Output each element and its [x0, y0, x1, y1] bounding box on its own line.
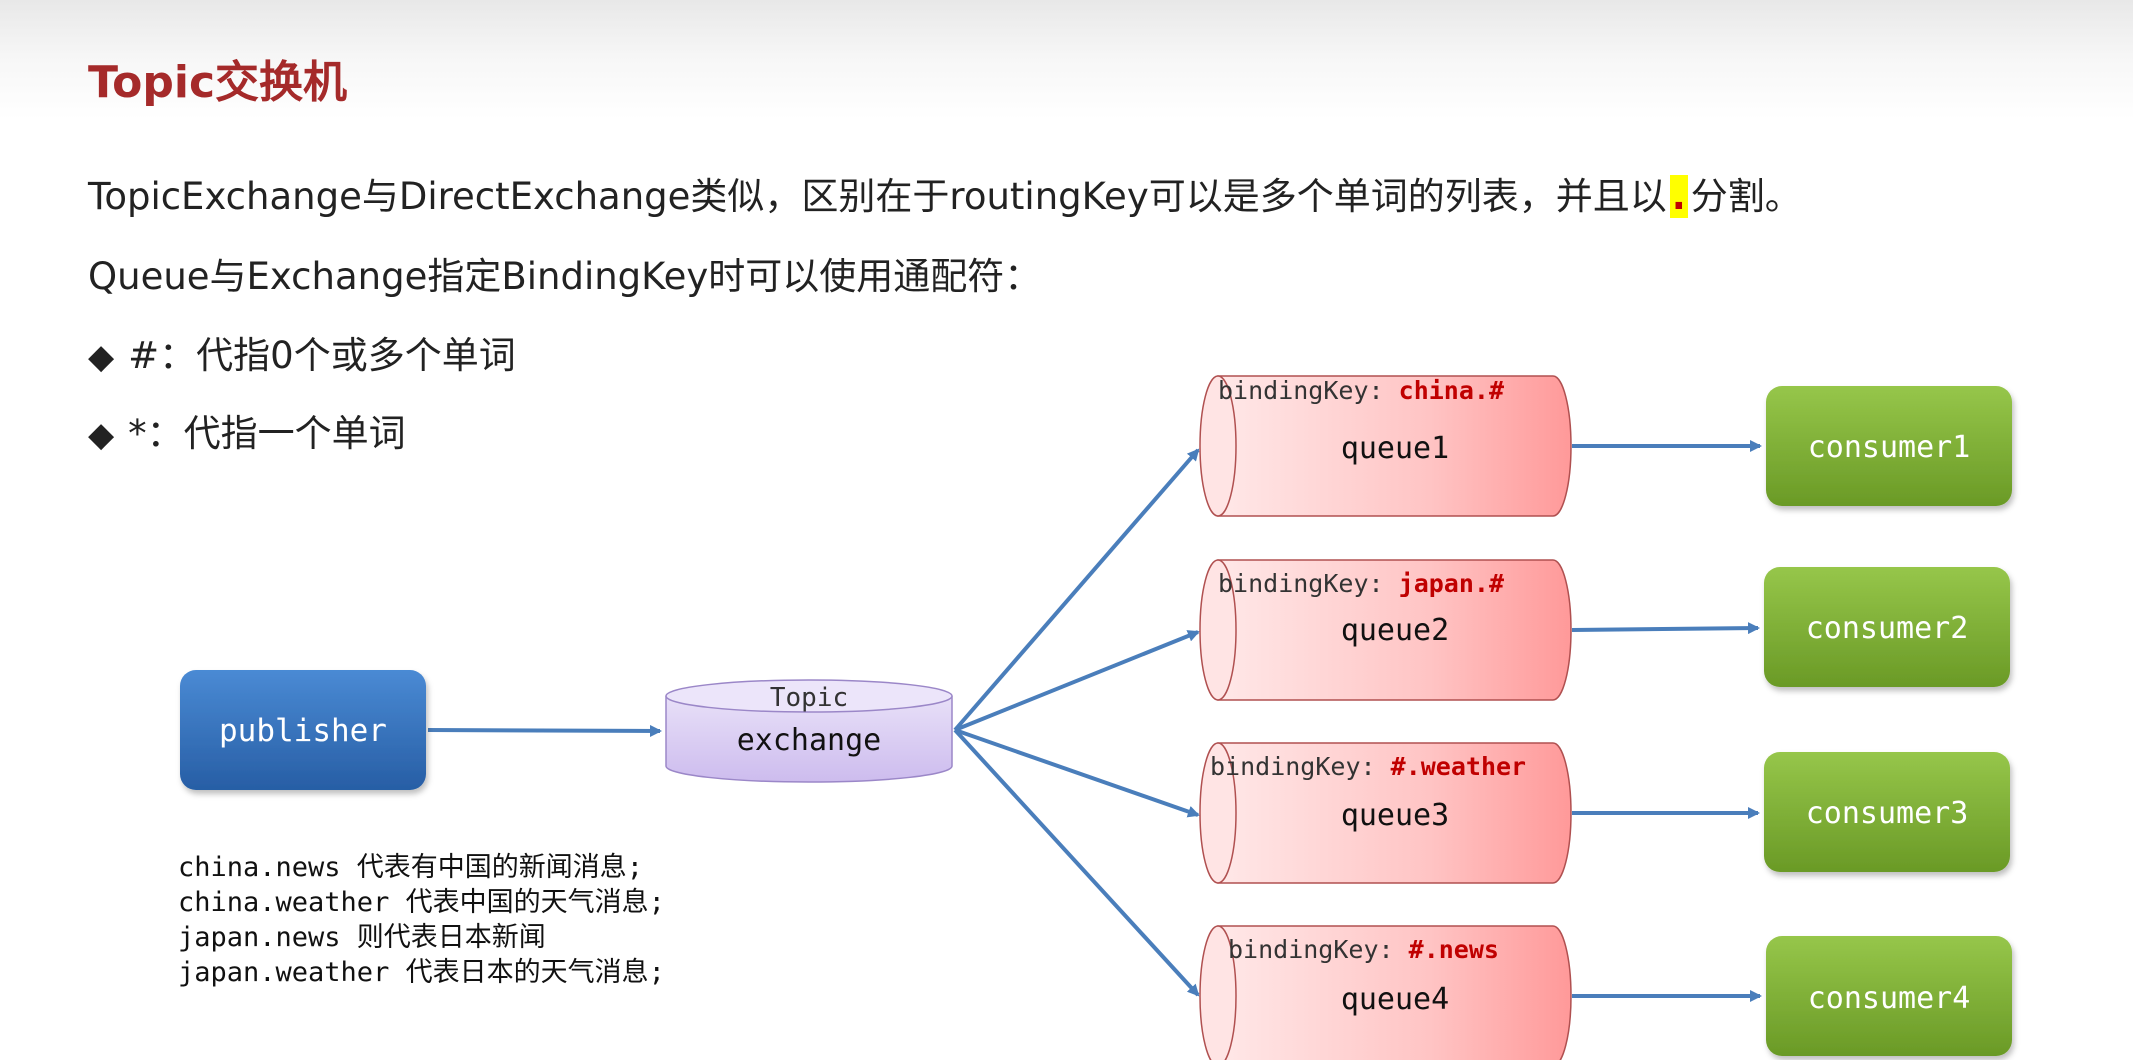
- queue4-node: bindingKey: #.news queue4: [1199, 925, 1572, 1060]
- queue3-label: queue3: [1341, 798, 1449, 833]
- consumer4-label: consumer4: [1808, 981, 1971, 1016]
- consumer4-node: consumer4: [1766, 936, 2012, 1056]
- exchange-to-queue1-arrow: [953, 448, 1200, 732]
- bullet-text: #：代指0个或多个单词: [128, 334, 516, 377]
- note-line: japan.weather 代表日本的天气消息;: [178, 957, 665, 988]
- queue2-node: bindingKey: japan.# queue2: [1199, 559, 1572, 701]
- diamond-bullet-icon: ◆: [88, 415, 115, 455]
- intro-line-1: TopicExchange与DirectExchange类似，区别在于routi…: [88, 166, 1802, 220]
- bullet-item: ◆ *：代指一个单词: [88, 403, 406, 457]
- queue1-binding-value: china.#: [1399, 376, 1504, 405]
- consumer2-label: consumer2: [1806, 611, 1969, 646]
- intro-line-2: Queue与Exchange指定BindingKey时可以使用通配符：: [88, 255, 1042, 298]
- diamond-bullet-icon: ◆: [88, 337, 115, 377]
- topic-exchange-node: Topic exchange: [665, 679, 953, 783]
- exchange-to-queue2-arrow: [954, 630, 1200, 732]
- queue4-label: queue4: [1341, 982, 1449, 1017]
- consumer2-node: consumer2: [1764, 567, 2010, 687]
- exchange-to-queue3-arrow: [954, 728, 1200, 818]
- queue2-binding-value: japan.#: [1399, 569, 1504, 598]
- note-line: china.weather 代表中国的天气消息;: [178, 887, 665, 918]
- exchange-name-label: exchange: [737, 723, 882, 758]
- consumer1-node: consumer1: [1766, 386, 2012, 506]
- highlighted-dot: .: [1669, 175, 1688, 218]
- bullet-item: ◆ #：代指0个或多个单词: [88, 325, 516, 379]
- consumer3-node: consumer3: [1764, 752, 2010, 872]
- queue3-binding-key: bindingKey: #.weather: [1210, 752, 1526, 781]
- routing-key-notes: china.news 代表有中国的新闻消息; china.weather 代表中国…: [178, 850, 665, 990]
- queue3-node: bindingKey: #.weather queue3: [1199, 742, 1572, 884]
- queue2-binding-key: bindingKey: japan.#: [1218, 569, 1504, 598]
- note-line: japan.news 则代表日本新闻: [178, 922, 546, 953]
- queue3-binding-value: #.weather: [1391, 752, 1526, 781]
- consumer3-label: consumer3: [1806, 796, 1969, 831]
- note-line: china.news 代表有中国的新闻消息;: [178, 852, 644, 883]
- queue1-binding-key: bindingKey: china.#: [1218, 376, 1504, 405]
- queue4-binding-key: bindingKey: #.news: [1228, 935, 1499, 964]
- intro-line-1-text: TopicExchange与DirectExchange类似，区别在于routi…: [88, 175, 1667, 218]
- intro-line-1-end: 分割。: [1690, 175, 1802, 218]
- queue4-binding-value: #.news: [1409, 935, 1499, 964]
- publisher-to-exchange-arrow: [427, 724, 662, 737]
- bullet-text: *：代指一个单词: [128, 412, 406, 455]
- queue2-label: queue2: [1341, 613, 1449, 648]
- queue1-node: bindingKey: china.# queue1: [1199, 375, 1572, 517]
- page-title: Topic交换机: [88, 57, 348, 108]
- publisher-label: publisher: [219, 713, 387, 749]
- exchange-to-queue4-arrow: [953, 728, 1200, 997]
- consumer1-label: consumer1: [1808, 430, 1971, 465]
- queue1-label: queue1: [1341, 431, 1449, 466]
- exchange-type-label: Topic: [770, 683, 848, 713]
- publisher-node: publisher: [180, 670, 426, 790]
- queue2-to-consumer2-arrow: [1571, 622, 1760, 635]
